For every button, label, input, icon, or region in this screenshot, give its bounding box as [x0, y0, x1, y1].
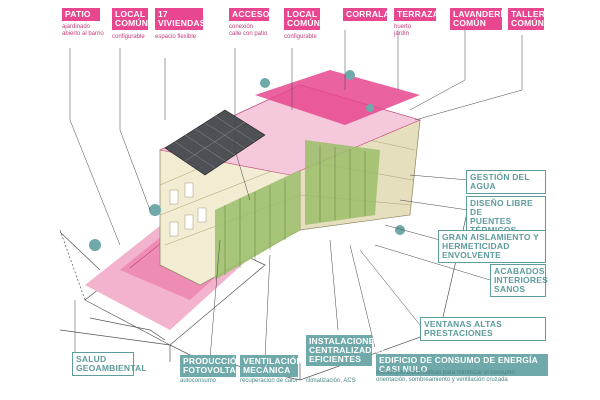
label-local-comun-1-sub: configurable: [112, 34, 145, 40]
label-fotovoltaica: PRODUCCIÓN FOTOVOLTAICA: [180, 355, 251, 377]
building-block: [89, 70, 421, 286]
label-consumo-casi-nulo-sub: estrategias bioclimáticas para minimizar…: [376, 370, 517, 383]
label-corralas: CORRALAS: [343, 8, 396, 21]
label-patio-sub: ajardinado abierto al barrio: [62, 24, 104, 37]
leader-lines: [69, 30, 523, 361]
label-ventilacion-sub: recuperación de calor: [240, 378, 298, 384]
label-instalaciones: INSTALACIONES CENTRALIZADAS EFICIENTES: [306, 335, 384, 366]
label-aislamiento: GRAN AISLAMIENTO Y HERMETICIDAD ENVOLVEN…: [438, 230, 546, 263]
label-salud-geoambiental: SALUD GEOAMBIENTAL: [72, 352, 147, 376]
label-instalaciones-sub: climatización, ACS: [306, 378, 356, 384]
label-ventilacion: VENTILACIÓN MECÁNICA: [240, 355, 303, 377]
label-acabados: ACABADOS INTERIORES SANOS: [490, 264, 548, 297]
label-gestion-agua: GESTIÓN DEL AGUA: [466, 170, 546, 194]
label-lavanderia: LAVANDERÍA COMÚN: [450, 8, 509, 30]
label-viviendas: 17 VIVIENDAS: [155, 8, 205, 30]
label-acceso: ACCESO: [229, 8, 269, 21]
label-local-comun-1: LOCAL COMÚN: [112, 8, 148, 30]
label-taller: TALLER COMÚN: [508, 8, 545, 30]
label-viviendas-sub: espacio flexible: [155, 34, 197, 40]
solar-panels: [164, 109, 266, 176]
label-fotovoltaica-sub: autoconsumo: [180, 378, 217, 384]
green-facade: [215, 140, 380, 280]
label-local-comun-2: LOCAL COMÚN: [284, 8, 320, 30]
label-terraza-sub: huerto jardín: [394, 24, 412, 37]
label-terraza: TERRAZA: [394, 8, 439, 21]
label-local-comun-2-sub: configurable: [284, 34, 317, 40]
label-patio: PATIO: [62, 8, 100, 21]
label-ventanas: VENTANAS ALTAS PRESTACIONES: [420, 317, 546, 341]
label-consumo-casi-nulo: EDIFICIO DE CONSUMO DE ENERGÍA CASI NULO: [376, 354, 548, 376]
label-acceso-sub: conexión calle con patio: [229, 24, 268, 37]
